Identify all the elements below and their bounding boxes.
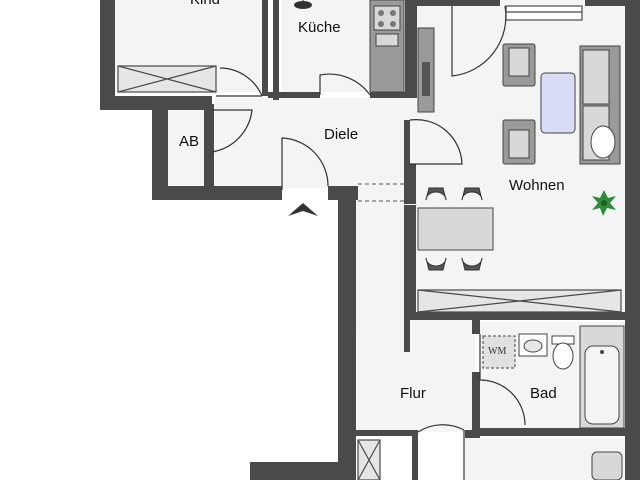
doors	[211, 5, 526, 480]
wall	[404, 164, 416, 204]
wall	[100, 0, 115, 110]
door-wohnen	[409, 119, 463, 165]
washing-machine-label: WM	[488, 346, 507, 357]
wall	[370, 92, 410, 98]
window-hatch	[357, 439, 381, 480]
wall	[268, 92, 320, 98]
dining-table	[417, 207, 494, 251]
door-entrance	[281, 137, 329, 190]
wall	[262, 0, 268, 96]
chair-icon	[425, 187, 447, 201]
sink-icon	[375, 33, 399, 47]
wall	[338, 186, 356, 480]
room-label-kind: Kind	[190, 0, 220, 8]
door-bad	[479, 334, 526, 426]
tub-basin	[584, 345, 620, 425]
stove-icon	[373, 5, 401, 31]
wall	[404, 318, 410, 352]
wall	[585, 0, 625, 6]
windows	[117, 5, 622, 480]
hob	[378, 10, 384, 16]
openings	[358, 183, 404, 202]
wall	[412, 430, 418, 480]
tv-icon	[422, 62, 430, 96]
wall	[410, 312, 625, 320]
wall	[625, 0, 640, 480]
wall	[472, 320, 480, 334]
floor-diele	[215, 98, 410, 188]
floor-ab	[168, 110, 208, 185]
room-label-wohnen: Wohnen	[509, 177, 565, 194]
toilet-icon	[551, 335, 575, 370]
floor-flur	[357, 320, 475, 432]
tub-drain	[600, 350, 604, 354]
room-label-diele: Diele	[324, 126, 359, 143]
room-label-bad: Bad	[530, 385, 557, 402]
washbasin-icon	[518, 333, 548, 357]
toilet-bowl	[552, 342, 574, 370]
wall	[405, 0, 417, 98]
wall	[152, 186, 282, 200]
wall	[410, 0, 500, 6]
plant-pot	[601, 200, 607, 206]
door-flur	[417, 424, 465, 433]
wall	[250, 462, 340, 480]
coffee-table	[540, 72, 576, 134]
wall	[273, 0, 279, 100]
pillow-icon	[590, 125, 616, 159]
wall	[472, 372, 480, 438]
window-hatch	[117, 65, 217, 93]
plant-icon	[592, 190, 616, 216]
door-kueche	[319, 73, 371, 96]
wall	[204, 104, 214, 186]
bathtub-icon	[579, 325, 625, 429]
window-hatch	[417, 289, 622, 313]
wall	[480, 428, 625, 436]
lamp-shade	[294, 1, 312, 9]
toilet-bottom-icon	[591, 451, 623, 480]
room-label-flur: Flur	[400, 385, 426, 402]
floor-corridor	[355, 185, 410, 335]
chair-icon	[461, 187, 483, 201]
door-wohnen-top	[451, 5, 507, 77]
wall-cabinet	[417, 27, 435, 113]
wall	[152, 96, 168, 200]
washing-machine-icon	[482, 335, 516, 369]
wall	[404, 205, 416, 318]
room-label-kueche: Küche	[298, 19, 341, 36]
hob	[390, 10, 396, 16]
ceiling-lamp-icon	[294, 0, 312, 9]
armchair-seat	[508, 47, 530, 77]
hob	[378, 21, 384, 27]
sofa-cushion	[582, 49, 610, 105]
hob	[390, 21, 396, 27]
wall	[465, 430, 475, 438]
chair-icon	[461, 257, 483, 271]
walls	[100, 0, 640, 480]
armchairs	[502, 43, 536, 165]
entrance-arrow-icon	[288, 203, 318, 216]
chair-icon	[425, 257, 447, 271]
sofa-icon	[579, 45, 621, 165]
dining-chairs	[425, 187, 483, 271]
door-kind	[216, 67, 263, 97]
armchair-seat	[508, 129, 530, 159]
window-wohnen	[505, 5, 583, 21]
basin-bowl	[523, 339, 543, 353]
kitchen-counter	[369, 0, 405, 93]
door-ab	[211, 109, 253, 153]
wall	[356, 430, 412, 436]
wall	[404, 120, 410, 164]
room-label-ab: AB	[179, 133, 200, 150]
